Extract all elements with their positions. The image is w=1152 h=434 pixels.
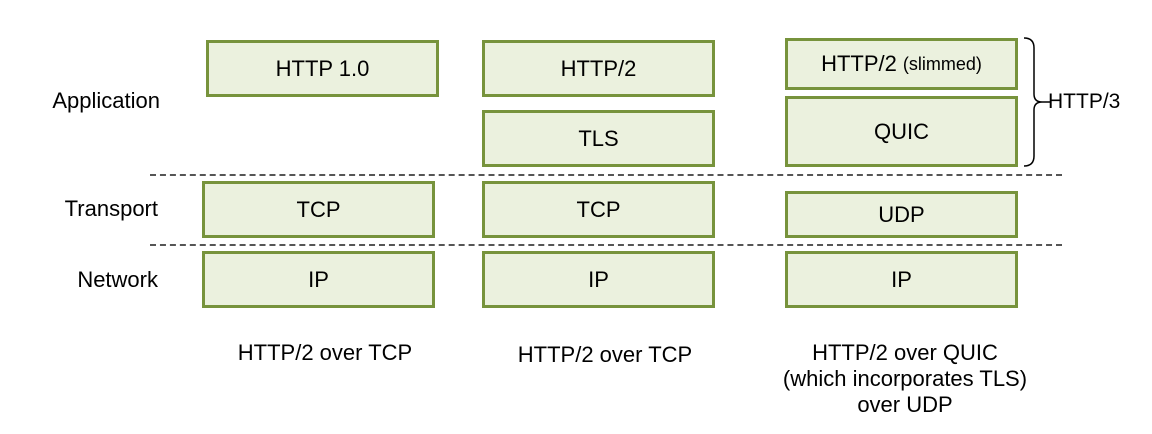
stack2-security-box: TLS bbox=[482, 110, 715, 167]
stack2-transport-box: TCP bbox=[482, 181, 715, 238]
stack3-quic-label: QUIC bbox=[874, 118, 929, 144]
stack1-caption-line: HTTP/2 over TCP bbox=[237, 340, 413, 365]
stack1-caption: HTTP/2 over TCP bbox=[200, 340, 450, 366]
stack2-network-box: IP bbox=[482, 251, 715, 308]
layer-label-network: Network bbox=[77, 267, 158, 292]
stack1-transport-label: TCP bbox=[296, 196, 341, 222]
http3-label: HTTP/3 bbox=[1048, 90, 1121, 113]
stack2-security-label: TLS bbox=[578, 125, 619, 151]
stack2-caption-line: HTTP/2 over TCP bbox=[517, 342, 693, 367]
stack3-caption-line-3: over UDP bbox=[857, 392, 953, 417]
layer-label-application: Application bbox=[52, 88, 160, 113]
stack3-application-label: HTTP/2 bbox=[821, 51, 897, 76]
stack1-network-box: IP bbox=[202, 251, 435, 308]
stack1-application-label: HTTP 1.0 bbox=[275, 55, 370, 81]
stack3-caption-line-1: HTTP/2 over QUIC bbox=[812, 340, 998, 365]
stack3-transport-label: UDP bbox=[878, 201, 925, 227]
divider-transport-network bbox=[150, 244, 1062, 246]
stack1-network-label: IP bbox=[308, 266, 329, 292]
stack2-application-box: HTTP/2 bbox=[482, 40, 715, 97]
stack2-network-label: IP bbox=[588, 266, 609, 292]
stack3-application-note: (slimmed) bbox=[902, 53, 982, 74]
stack2-transport-label: TCP bbox=[576, 196, 621, 222]
stack2-caption: HTTP/2 over TCP bbox=[480, 342, 730, 368]
stack3-quic-box: QUIC bbox=[785, 96, 1018, 167]
stack1-application-box: HTTP 1.0 bbox=[206, 40, 439, 97]
layer-label-transport: Transport bbox=[64, 196, 158, 221]
divider-application-transport bbox=[150, 174, 1062, 176]
http3-bracket bbox=[1023, 37, 1050, 167]
stack3-network-box: IP bbox=[785, 251, 1018, 308]
stack3-network-label: IP bbox=[891, 266, 912, 292]
stack3-transport-box: UDP bbox=[785, 191, 1018, 238]
stack3-application-box: HTTP/2(slimmed) bbox=[785, 38, 1018, 90]
stack3-caption-line-2: (which incorporates TLS) bbox=[782, 366, 1028, 391]
stack2-application-label: HTTP/2 bbox=[560, 55, 637, 81]
stack1-transport-box: TCP bbox=[202, 181, 435, 238]
stack3-caption: HTTP/2 over QUIC (which incorporates TLS… bbox=[760, 340, 1050, 418]
